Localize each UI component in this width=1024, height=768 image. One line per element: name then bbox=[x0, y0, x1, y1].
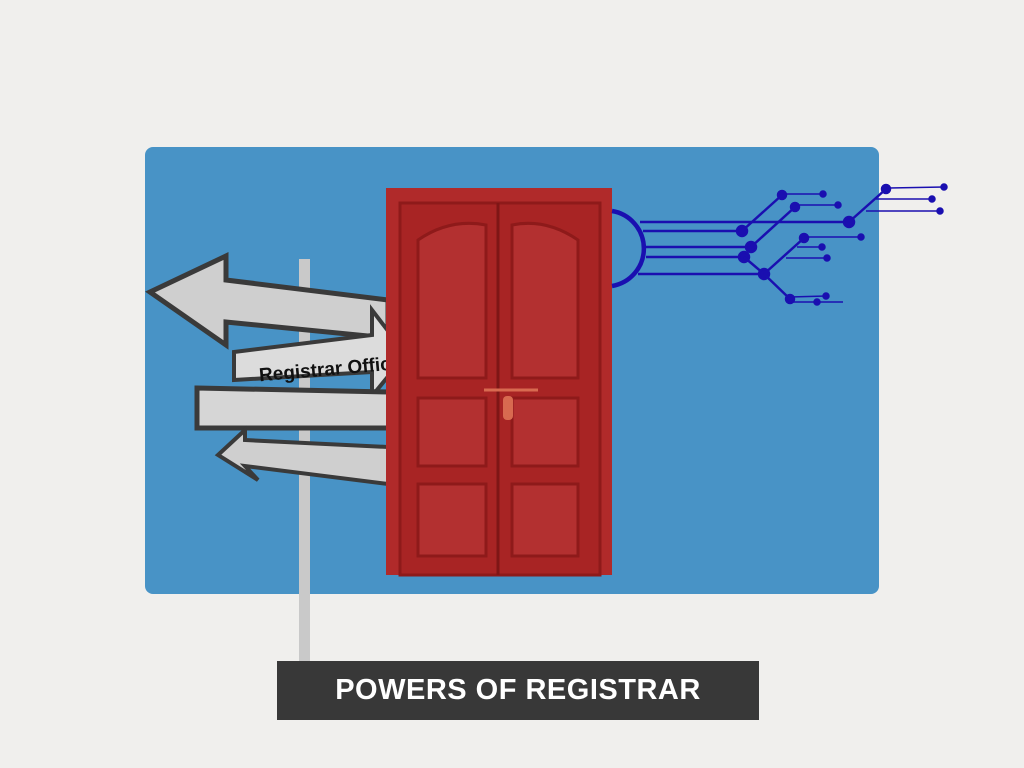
door-panel bbox=[416, 221, 488, 380]
title-banner: POWERS OF REGISTRAR bbox=[277, 661, 759, 720]
padlock-icon bbox=[503, 396, 513, 420]
arrow-right-middle bbox=[194, 385, 393, 431]
door-panel bbox=[416, 482, 488, 558]
door bbox=[386, 188, 612, 577]
door-panel bbox=[416, 396, 488, 468]
door-panel bbox=[510, 482, 580, 558]
circuit-lines bbox=[611, 183, 948, 306]
door-panel bbox=[510, 396, 580, 468]
door-panel bbox=[510, 221, 580, 380]
